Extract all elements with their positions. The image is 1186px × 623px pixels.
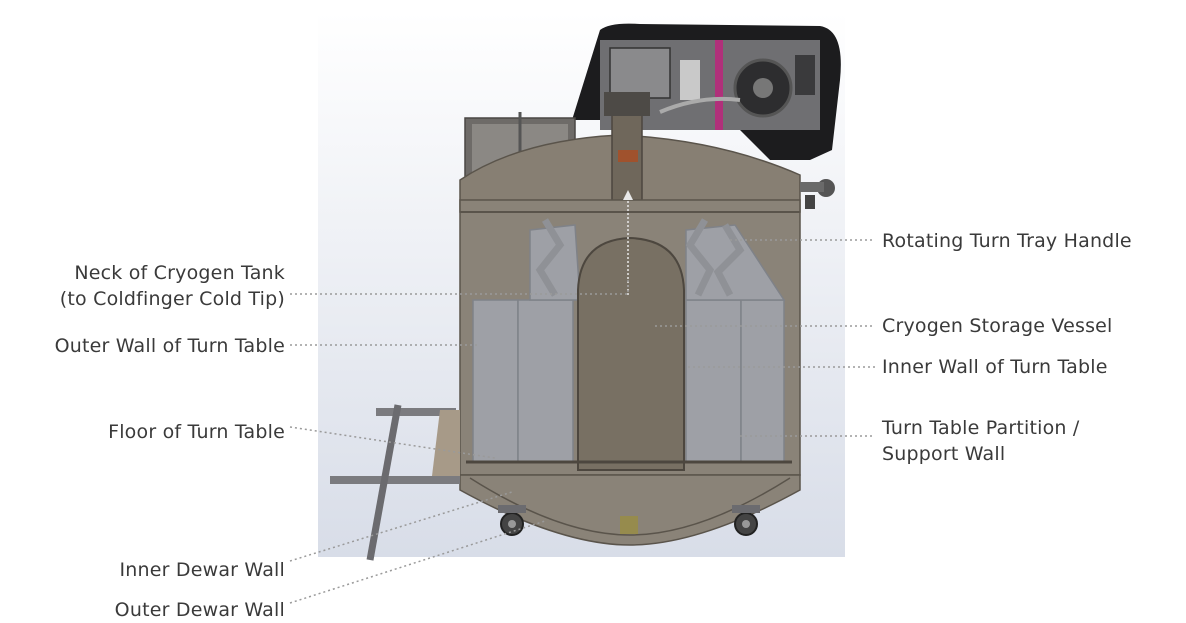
- inner-wall-panel-right: [685, 299, 742, 463]
- label-partition-line1: Turn Table Partition /: [882, 417, 1080, 439]
- partition-panel-left: [517, 299, 574, 463]
- label-inner-wall-turn-table: Inner Wall of Turn Table: [882, 356, 1108, 378]
- side-valve: [800, 179, 835, 209]
- magenta-strip: [715, 40, 723, 130]
- label-outer-dewar-wall: Outer Dewar Wall: [114, 599, 285, 621]
- label-partition: Turn Table Partition / Support Wall: [882, 415, 1080, 467]
- label-outer-wall-turn-table: Outer Wall of Turn Table: [54, 335, 285, 357]
- label-floor-turn-table: Floor of Turn Table: [108, 421, 285, 443]
- partition-panel-right: [740, 299, 785, 463]
- rotating-handle-right: [713, 223, 745, 297]
- caster-wheels: [498, 505, 760, 536]
- label-inner-dewar-wall: Inner Dewar Wall: [119, 559, 285, 581]
- outer-wall-panel-left: [472, 299, 519, 463]
- leader-inner-dewar-wall: [289, 491, 513, 562]
- label-partition-line2: Support Wall: [882, 443, 1006, 465]
- turn-tray-arm-right: [685, 224, 786, 301]
- label-rotating-handle: Rotating Turn Tray Handle: [882, 230, 1132, 252]
- cryogen-storage-vessel: [577, 236, 685, 471]
- label-neck-line1: Neck of Cryogen Tank: [74, 262, 285, 284]
- label-neck-line2: (to Coldfinger Cold Tip): [59, 288, 285, 310]
- leader-lines: [289, 239, 875, 604]
- cart-handle: [330, 404, 460, 561]
- label-storage-vessel: Cryogen Storage Vessel: [882, 315, 1113, 337]
- label-neck: Neck of Cryogen Tank (to Coldfinger Cold…: [60, 260, 285, 312]
- rotating-handle-left: [535, 218, 565, 297]
